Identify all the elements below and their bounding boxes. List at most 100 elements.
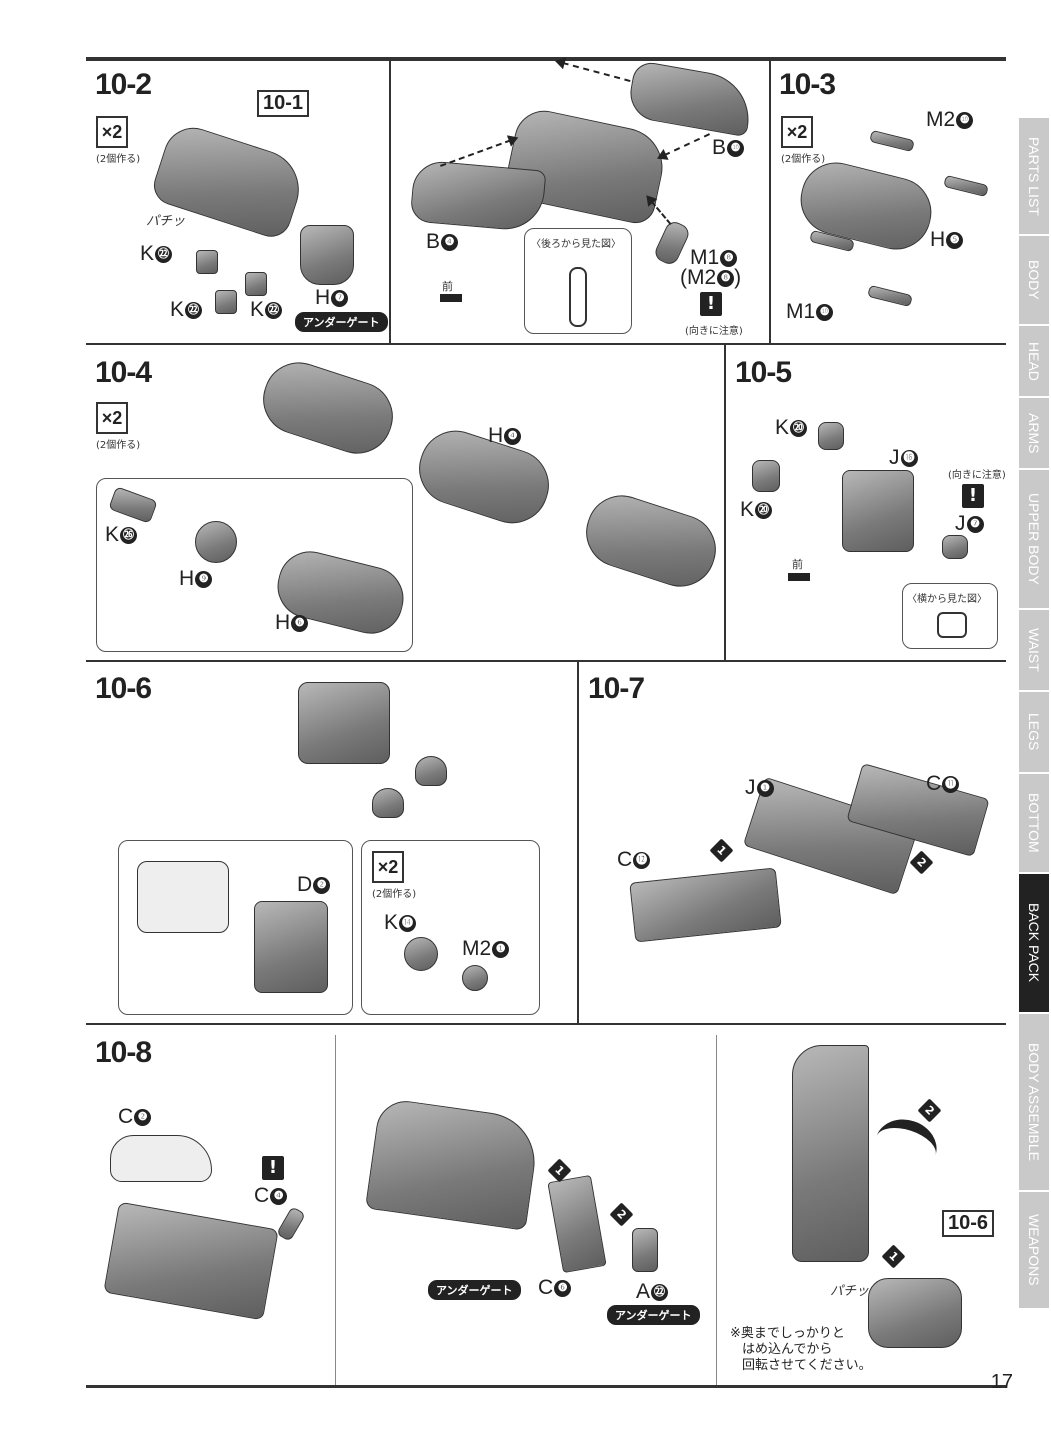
part-k22-c bbox=[245, 272, 267, 296]
tab-waist[interactable]: WAIST bbox=[1019, 610, 1049, 692]
order-marker-1: 1 bbox=[881, 1244, 906, 1269]
tab-body[interactable]: BODY bbox=[1019, 236, 1049, 326]
divider-10-2 bbox=[389, 61, 391, 343]
caution-icon: ! bbox=[262, 1156, 284, 1180]
part-m21 bbox=[462, 965, 488, 991]
make-two-note: (2個作る) bbox=[781, 154, 826, 165]
arrow-m18 bbox=[650, 200, 672, 225]
part-d2 bbox=[254, 901, 328, 993]
tab-arms[interactable]: ARMS bbox=[1019, 398, 1049, 470]
tab-upper-body[interactable]: UPPER BODY bbox=[1019, 470, 1049, 610]
part-m18-shape bbox=[652, 218, 692, 268]
part-b10-shape bbox=[625, 59, 757, 138]
divider-10-5 bbox=[724, 345, 726, 660]
multiplier-badge: ×2 bbox=[96, 116, 128, 148]
front-label: 前 bbox=[792, 558, 803, 571]
snap-sound: パチッ bbox=[146, 214, 186, 229]
arrow-b10-in bbox=[663, 133, 710, 157]
rotate-note-line-2: はめ込んでから bbox=[742, 1342, 833, 1357]
order-marker-2: 2 bbox=[917, 1098, 942, 1123]
part-h7-shape bbox=[300, 225, 354, 285]
front-label: 前 bbox=[442, 280, 453, 293]
cap-a bbox=[372, 788, 404, 818]
step-label-10-3: 10-3 bbox=[779, 68, 836, 101]
part-j16-block bbox=[842, 470, 914, 552]
tab-legs[interactable]: LEGS bbox=[1019, 692, 1049, 774]
ref-box-10-6: 10-6 bbox=[942, 1210, 995, 1237]
rotate-note: ※奥までしっかりと はめ込んでから 回転させてください。 bbox=[730, 1326, 872, 1374]
order-marker-1: 1 bbox=[709, 838, 734, 863]
multiplier-badge: ×2 bbox=[781, 116, 813, 148]
nozzle-assembly bbox=[254, 353, 402, 463]
backpack-tall-assembly bbox=[792, 1045, 869, 1262]
part-k22-b bbox=[215, 290, 237, 314]
cap-b bbox=[415, 756, 447, 786]
tab-body-assemble[interactable]: BODY ASSEMBLE bbox=[1019, 1014, 1049, 1192]
part-k14 bbox=[404, 937, 438, 971]
tab-weapons[interactable]: WEAPONS bbox=[1019, 1192, 1049, 1310]
make-two-note: (2個作る) bbox=[96, 440, 141, 451]
arrow-b4 bbox=[440, 139, 512, 167]
part-h9 bbox=[195, 521, 237, 563]
caution-icon: ! bbox=[962, 484, 984, 508]
inset-title: 〈後ろから見た図〉 bbox=[531, 239, 621, 250]
backpack-joint-block bbox=[298, 682, 390, 764]
under-gate-tag-c6: アンダーゲート bbox=[428, 1280, 521, 1300]
tab-back-pack[interactable]: BACK PACK bbox=[1019, 874, 1049, 1014]
divider-10-3 bbox=[769, 61, 771, 343]
under-gate-tag-a22: アンダーゲート bbox=[607, 1305, 700, 1325]
step-label-10-8: 10-8 bbox=[95, 1036, 152, 1069]
inset-title: 〈横から見た図〉 bbox=[907, 594, 987, 605]
part-h4-cylinder bbox=[409, 421, 559, 533]
bottom-rule bbox=[86, 1385, 1006, 1388]
part-k20-left bbox=[752, 460, 780, 492]
tab-head[interactable]: HEAD bbox=[1019, 326, 1049, 398]
multiplier-badge: ×2 bbox=[96, 402, 128, 434]
backpack-mount bbox=[868, 1278, 962, 1348]
part-c12-panel bbox=[629, 867, 782, 943]
section-tabs: PARTS LIST BODY HEAD ARMS UPPER BODY WAI… bbox=[1019, 118, 1051, 1310]
part-c6-fin bbox=[547, 1174, 607, 1274]
part-m210-a bbox=[869, 129, 915, 153]
page-number: 17 bbox=[990, 1371, 1013, 1393]
part-m210-b bbox=[943, 174, 989, 198]
caution-icon: ! bbox=[700, 292, 722, 316]
rotate-note-line-3: 回転させてください。 bbox=[742, 1358, 872, 1373]
order-marker-2: 2 bbox=[609, 1202, 634, 1227]
step-label-10-5: 10-5 bbox=[735, 356, 792, 389]
ref-box-10-1: 10-1 bbox=[257, 90, 310, 117]
tab-parts-list[interactable]: PARTS LIST bbox=[1019, 118, 1049, 236]
tab-bottom[interactable]: BOTTOM bbox=[1019, 774, 1049, 874]
arrow-b10-up bbox=[562, 61, 631, 82]
under-gate-tag: アンダーゲート bbox=[295, 312, 388, 332]
multiplier-badge: ×2 bbox=[372, 851, 404, 883]
inset-back-view: 〈後ろから見た図〉 bbox=[524, 228, 632, 334]
part-j7 bbox=[942, 535, 968, 559]
part-m110-b bbox=[867, 284, 913, 308]
row2-bottom-rule bbox=[86, 660, 1006, 662]
top-rule bbox=[86, 57, 1006, 61]
